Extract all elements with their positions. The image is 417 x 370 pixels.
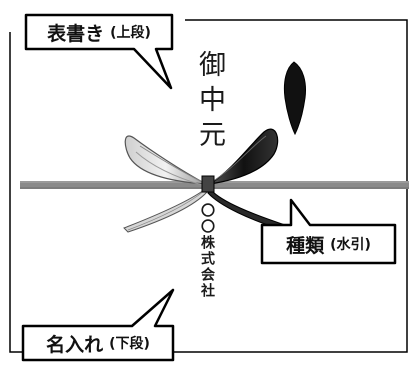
callout-omote-sub: (上段) — [110, 25, 151, 41]
nameire-text: 〇〇株式会社 — [199, 203, 215, 299]
callout-mizuhiki-sub: (水引) — [330, 237, 371, 253]
mizuhiki-bow — [123, 128, 289, 233]
callout-omote-main: 表書き — [47, 22, 105, 45]
callout-naire-label: 名入れ (下段) — [23, 326, 173, 360]
callout-mizuhiki-label: 種類 (水引) — [262, 225, 395, 263]
noshi-icon — [283, 61, 306, 136]
callout-omote-label: 表書き (上段) — [26, 15, 172, 49]
callout-naire-main: 名入れ — [46, 333, 104, 356]
omotegaki-text: 御中元 — [194, 50, 225, 155]
callout-omote-bubble — [24, 13, 174, 90]
callout-mizuhiki-main: 種類 — [286, 234, 325, 257]
callout-mizuhiki-bubble — [260, 198, 397, 265]
paper-border — [9, 19, 408, 353]
callout-naire-bubble — [21, 288, 175, 362]
callout-naire-sub: (下段) — [109, 336, 150, 352]
